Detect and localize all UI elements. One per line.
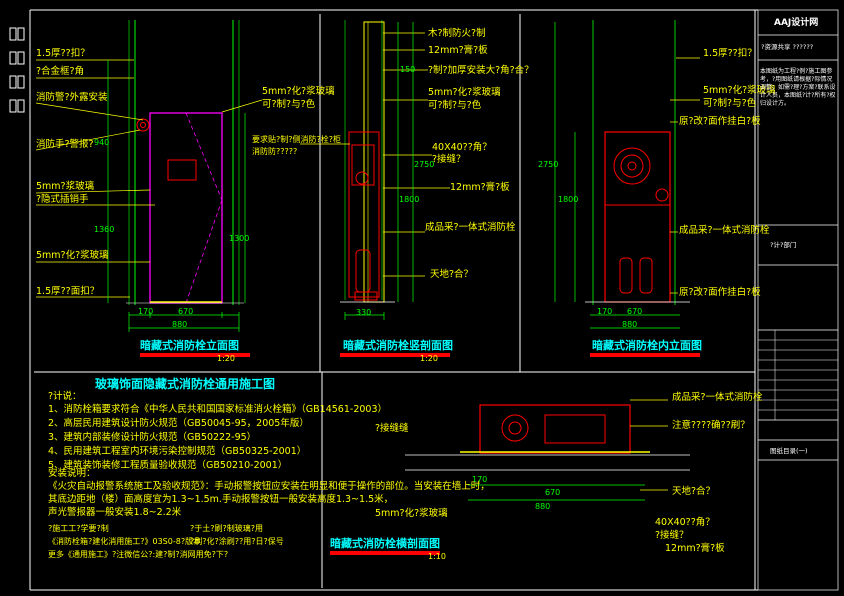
notes-item-4: 5、建筑装饰装修工程质量验收规范（GB50210-2001） [48, 460, 288, 471]
tb-field: ?计?部门 [770, 241, 797, 249]
front-dim-1360: 1360 [94, 225, 115, 234]
front-label-7: 1.5厚??面扣？ [36, 286, 100, 297]
section-label-9: 12mm?膏?板 [450, 182, 510, 193]
inner-label-4: 成品采?一体式消防栓 [679, 225, 770, 236]
footer-2: 《消防栓箱?建化消用施工?》03S0-8?版本 [48, 537, 202, 546]
front-dim-880: 880 [172, 320, 188, 329]
section-label-6: 消防防????? [252, 147, 298, 156]
section-title: 暗藏式消防栓竖剖面图 [343, 339, 453, 352]
plan-dim-670: 670 [545, 488, 561, 497]
front-dim-670: 670 [178, 307, 194, 316]
inner-elevation [554, 20, 700, 329]
section-label-0: 木?制防火?制 [428, 28, 486, 39]
tb-logo: AAJ设计网 [774, 18, 819, 28]
section-label-4: 可?制?与?色 [428, 100, 482, 111]
section-label-3: 5mm?化?浆玻璃 [428, 87, 501, 98]
install-line-2: 声光警报器一般安装1.8~2.2米 [48, 507, 182, 518]
notes-heading: 玻璃饰面隐藏式消防栓通用施工图 [95, 377, 276, 391]
front-right-label-0: 5mm?化?浆玻璃 [262, 86, 335, 97]
vertical-section [300, 20, 450, 320]
front-label-0: 1.5厚??扣？ [36, 48, 90, 59]
notes-item-2: 3、建筑内部装修设计防火规范（GB50222-95） [48, 432, 257, 443]
inner-label-3: 原?改?面作挂白?板 [679, 116, 761, 127]
front-dim-170: 170 [138, 307, 154, 316]
section-label-2: ?制?加厚安装大?角?合？ [428, 65, 534, 76]
title-block-grid [758, 330, 838, 420]
inner-dim-1800: 1800 [558, 195, 579, 204]
plan-label-3: 天地?合？ [672, 486, 716, 497]
inner-title: 暗藏式消防栓内立面图 [592, 339, 702, 352]
front-right-label-1: 可?制?与?色 [262, 99, 316, 110]
section-dim-330: 330 [356, 308, 372, 317]
notes-item-0: 1、消防栓箱要求符合《中华人民共和国国家标准消火栓箱》（GB14561-2003… [48, 404, 387, 415]
notes-sub: ?计说： [48, 391, 82, 402]
front-elevation [35, 20, 263, 332]
inner-label-5: 原?改?面作挂白?板 [679, 287, 761, 298]
inner-label-0: 1.5厚??扣？ [703, 48, 757, 59]
section-scale: 1:20 [420, 354, 438, 363]
front-dim-940: 940 [94, 138, 110, 147]
footer-1: ?于土?刷?制玻璃?用 [190, 524, 263, 533]
tb-desc: 本图纸为工程?例?施工图参考，?用图纸请根据?际情况调整；如需?理?方案?联系设… [760, 68, 836, 107]
section-label-8: ?接缝？ [432, 154, 466, 165]
section-label-7: 40X40??角？ [432, 142, 492, 153]
inner-dim-670: 670 [627, 307, 643, 316]
plan-scale: 1:10 [428, 552, 446, 561]
section-dim-2750: 2750 [414, 160, 435, 169]
plan-label-4: 5mm?化?浆玻璃 [375, 508, 448, 519]
plan-label-1: 注意????确??刷？ [672, 420, 750, 431]
front-label-4: 5mm?浆玻璃 [36, 181, 95, 192]
tb-sheet: 图纸目录(一) [770, 447, 808, 455]
inner-dim-2750: 2750 [538, 160, 559, 169]
plan-label-2: ?接缝缝 [375, 423, 409, 434]
front-label-5: ?隐式插销手 [36, 194, 89, 205]
tb-name: ?资源共享 ?????? [761, 43, 814, 51]
view-title-bars [140, 353, 700, 555]
horizontal-section [405, 399, 690, 501]
section-label-1: 12mm?膏?板 [428, 45, 488, 56]
install-heading: 安装说明： [48, 468, 96, 479]
plan-title: 暗藏式消防栓横剖面图 [330, 537, 440, 550]
section-dim-1800: 1800 [399, 195, 420, 204]
plan-dim-170: 170 [472, 475, 488, 484]
front-label-6: 5mm?化?浆玻璃 [36, 250, 109, 261]
plan-label-6: ?接缝？ [655, 530, 689, 541]
front-label-2: 消防警?外露安装 [36, 92, 108, 103]
section-label-11: 天地?合？ [430, 269, 474, 280]
plan-label-7: 12mm?膏?板 [665, 543, 725, 554]
notes-item-1: 2、高层民用建筑设计防火规范（GB50045-95，2005年版） [48, 418, 309, 429]
footer-0: ?施工工?学要?制 [48, 524, 109, 533]
plan-dim-880: 880 [535, 502, 551, 511]
inner-label-1: 5mm?化?浆玻璃 [703, 85, 776, 96]
install-line-0: 《火灾自动报警系统施工及验收规范》：手动报警按钮应安装在明显和便于操作的部位。当… [48, 481, 490, 492]
front-label-1: ?合金框?角 [36, 66, 85, 77]
section-label-5: 要求贴?制?侧消防?栓?柜 [252, 135, 341, 144]
front-dim-1300: 1300 [229, 234, 250, 243]
front-title: 暗藏式消防栓立面图 [140, 339, 239, 352]
footer-3: ?刷?化?涂刷??用?日?保号 [190, 537, 284, 546]
inner-dim-170: 170 [597, 307, 613, 316]
install-line-1: 其底边距地（楼）面高度宜为1.3~1.5m.手动报警按钮一般安装高度1.3~1.… [48, 494, 394, 505]
binding-marks [9, 27, 25, 113]
section-label-10: 成品采?一体式消防栓 [425, 222, 516, 233]
front-scale: 1:20 [217, 354, 235, 363]
section-dim-150: 150 [400, 65, 416, 74]
notes-item-3: 4、民用建筑工程室内环境污染控制规范（GB50325-2001） [48, 446, 307, 457]
front-label-3: 消防手?警报? [36, 139, 94, 150]
plan-label-0: 成品采?一体式消防栓 [672, 392, 763, 403]
inner-dim-880: 880 [622, 320, 638, 329]
title-block [757, 9, 839, 591]
plan-label-5: 40X40??角？ [655, 517, 715, 528]
footer-4: 更多《通用施工》?注微信公?:建?制?消网用免?下? [48, 550, 229, 559]
inner-label-2: 可?制?与?色 [703, 98, 757, 109]
